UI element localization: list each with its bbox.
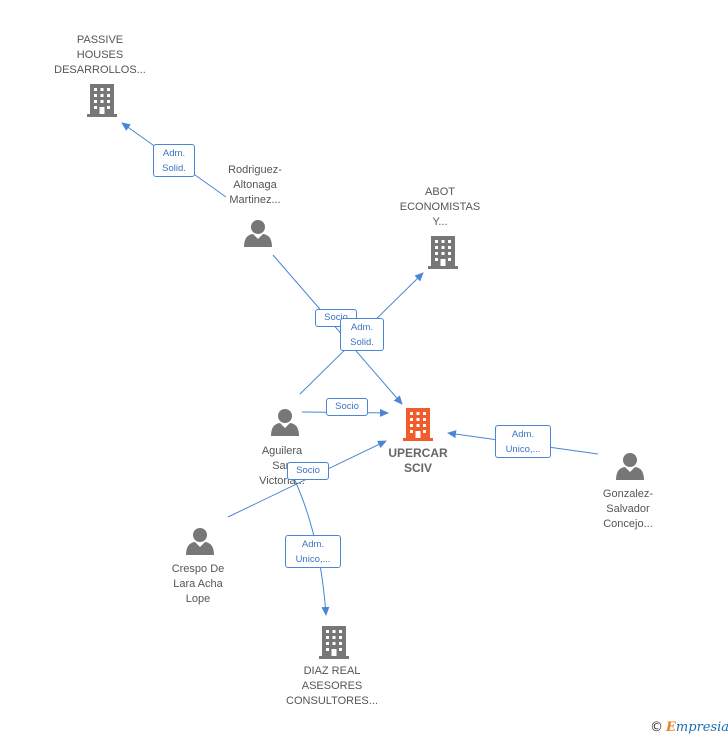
edge-label-adm-unico: Adm. Unico,... [285, 535, 341, 568]
building-icon[interactable] [403, 408, 433, 441]
person-icon[interactable] [616, 453, 644, 480]
edge-label-adm-solid: Adm. Solid. [153, 144, 195, 177]
copyright-footer[interactable]: ©Empresia [650, 720, 728, 735]
brand-name: mpresia [675, 720, 728, 735]
person-icon[interactable] [244, 220, 272, 247]
node-label-crespo[interactable]: Crespo De Lara Acha Lope [171, 563, 225, 605]
building-icon[interactable] [319, 626, 349, 659]
person-icon[interactable] [186, 528, 214, 555]
node-label-abot[interactable]: ABOT ECONOMISTAS Y... [399, 186, 481, 228]
edge-label-adm-unico: Adm. Unico,... [495, 425, 551, 458]
building-icon[interactable] [87, 84, 117, 117]
node-label-rodriguez[interactable]: Rodriguez- Altonaga Martinez... [228, 164, 282, 206]
building-icon[interactable] [428, 236, 458, 269]
edge-label-socio: Socio [287, 462, 329, 480]
node-label-gonzalez[interactable]: Gonzalez- Salvador Concejo... [602, 488, 654, 530]
edge-label-socio: Socio [326, 398, 368, 416]
copyright-symbol: © [650, 720, 663, 735]
edge-label-adm-solid: Adm. Solid. [340, 318, 384, 351]
person-icon[interactable] [271, 409, 299, 436]
node-label-upercar[interactable]: UPERCAR SCIV [388, 446, 448, 475]
brand-initial: E [666, 720, 676, 735]
edge-rodriguez-upercar [272, 254, 403, 405]
node-label-diaz-real[interactable]: DIAZ REAL ASESORES CONSULTORES... [286, 665, 378, 707]
node-label-passive-houses[interactable]: PASSIVE HOUSES DESARROLLOS... [54, 34, 146, 76]
